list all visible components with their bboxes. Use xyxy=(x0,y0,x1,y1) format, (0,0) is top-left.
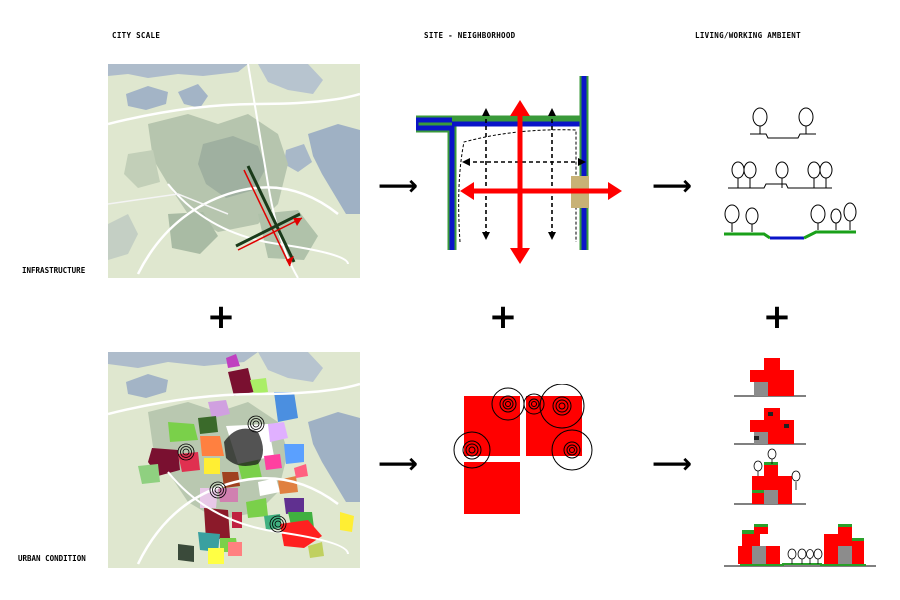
arrow-city-to-site-urban: ⟶ xyxy=(378,447,419,480)
arrow-city-to-site-infrastructure: ⟶ xyxy=(378,169,419,202)
site-infrastructure-diagram xyxy=(416,72,626,268)
plus-sign-city: + xyxy=(206,297,236,337)
header-site-neighborhood: SITE - NEIGHBORHOOD xyxy=(424,31,516,40)
site-urban-blocks-diagram xyxy=(452,384,600,520)
ambient-building-sections xyxy=(720,352,880,568)
arrow-site-to-ambient-urban: ⟶ xyxy=(652,447,693,480)
ambient-street-sections xyxy=(720,100,860,248)
header-living-working: LIVING/WORKING AMBIENT xyxy=(695,31,801,40)
row-label-urban-condition: URBAN CONDITION xyxy=(18,554,86,563)
plus-sign-site: + xyxy=(488,297,518,337)
arrow-site-to-ambient-infrastructure: ⟶ xyxy=(652,169,693,202)
plus-sign-ambient: + xyxy=(762,297,792,337)
city-map-urban-condition xyxy=(108,352,360,568)
city-map-infrastructure xyxy=(108,64,360,278)
row-label-infrastructure: INFRASTRUCTURE xyxy=(22,266,86,275)
header-city-scale: CITY SCALE xyxy=(112,31,161,40)
